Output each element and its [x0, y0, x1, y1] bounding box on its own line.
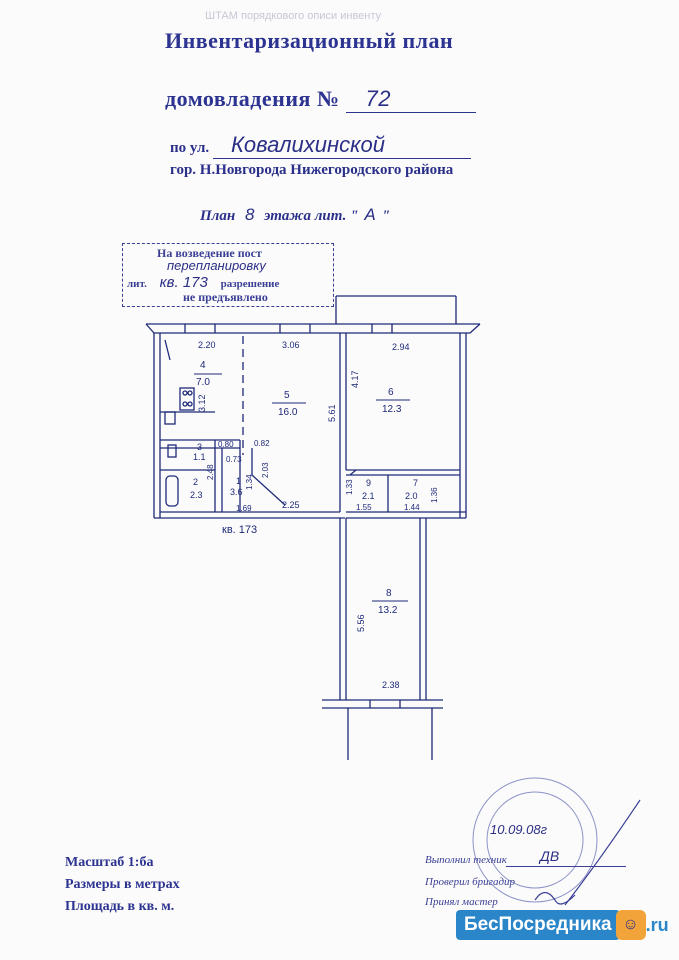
dim-248: 2.48 [206, 464, 215, 480]
room-4-area: 7.0 [196, 377, 210, 388]
plan-middle: этажа лит. " [264, 208, 359, 224]
room-9-area: 2.1 [362, 491, 375, 501]
dim-312: 3.12 [197, 394, 207, 412]
footer-scale: Масштаб 1:ба [65, 855, 154, 870]
partition-5-6 [339, 333, 347, 512]
room-8-number: 8 [386, 588, 392, 599]
dim-238: 2.38 [382, 680, 400, 690]
footer-sizes: Размеры в метрах [65, 877, 180, 892]
plan-letter: А [364, 205, 376, 224]
document-title: Инвентаризационный план [165, 28, 454, 53]
room-1-number: 1 [236, 476, 241, 486]
accepted-label: Принял мастер [425, 896, 498, 908]
dim-136: 1.36 [430, 487, 439, 503]
checked-label: Проверил бригадир [425, 876, 516, 888]
stamp-lit: лит. [127, 278, 147, 290]
dim-080: 0.80 [218, 440, 234, 449]
house-line: домовладения № 72 [165, 86, 476, 113]
house-number: 72 [345, 86, 476, 113]
watermark-suffix: .ru [645, 914, 669, 935]
room8-bottom [322, 699, 443, 709]
dim-134: 1.34 [245, 474, 254, 490]
street-name: Ковалихинской [212, 132, 471, 159]
house-line-prefix: домовладения № [165, 86, 340, 111]
signature-scribble [534, 891, 576, 905]
room-2-area: 2.3 [190, 490, 203, 500]
stamp-line1: На возведение пост [157, 246, 262, 260]
street-prefix: по ул. [170, 140, 210, 156]
dim-203: 2.03 [261, 462, 270, 478]
executed-label: Выполнил техник [425, 854, 507, 866]
plan-line: План 8 этажа лит. " А " [200, 205, 390, 225]
signature-date: 10.09.08г [490, 822, 548, 837]
room-9-number: 9 [366, 478, 371, 488]
partition-6-below [346, 469, 460, 476]
plan-suffix: " [381, 208, 391, 224]
dim-561: 5.61 [327, 404, 337, 422]
dim-144: 1.44 [404, 503, 420, 512]
plan-floor: 8 [244, 205, 255, 224]
wall-right [459, 333, 467, 518]
room-5-number: 5 [284, 390, 290, 401]
watermark-brand: БесПосредника [456, 910, 620, 940]
permit-stamp: На возведение пост перепланировку лит. к… [122, 243, 334, 307]
stamp-line3: не предъявлено [183, 290, 268, 304]
room-8-area: 13.2 [378, 605, 398, 616]
round-seal [472, 777, 598, 903]
dim-073: 0.73 [226, 455, 242, 464]
room-6-number: 6 [388, 387, 394, 398]
faint-header-text: ШТАМ порядкового описи инвенту [205, 10, 381, 22]
dim-306: 3.06 [282, 340, 300, 350]
room8-walls [339, 518, 427, 700]
room-3-area: 1.1 [193, 452, 206, 462]
dim-417: 4.17 [350, 370, 360, 388]
stamp-permission: разрешение [220, 278, 280, 290]
dim-294: 2.94 [392, 342, 410, 352]
dim-556: 5.56 [356, 614, 366, 632]
dim-220: 2.20 [198, 340, 216, 350]
stamp-handwritten: перепланировку [167, 258, 266, 273]
signature-stroke [564, 799, 641, 906]
room-6-area: 12.3 [382, 404, 402, 415]
footer-area: Площадь в кв. м. [65, 899, 175, 914]
room-1-area: 3.6 [230, 487, 243, 497]
dim-082: 0.82 [254, 439, 270, 448]
room-4-number: 4 [200, 360, 206, 371]
watermark-badge[interactable]: БесПосредника ☺ .ru [456, 910, 669, 940]
apartment-label: кв. 173 [222, 524, 257, 536]
upper-protrusion [335, 295, 457, 324]
room-2-number: 2 [193, 477, 198, 487]
plan-prefix: План [200, 208, 236, 224]
dim-225: 2.25 [282, 500, 300, 510]
dim-133: 1.33 [345, 479, 354, 495]
room-5-area: 16.0 [278, 407, 298, 418]
city-line: гор. Н.Новгорода Нижегородского района [170, 162, 454, 178]
room-7-number: 7 [413, 478, 418, 488]
stamp-line2: лит. кв. 173 разрешение [127, 274, 279, 291]
executed-line [506, 866, 626, 867]
room-7-area: 2.0 [405, 491, 418, 501]
stamp-apartment: кв. 173 [159, 274, 208, 291]
partition-bath [214, 440, 223, 512]
executed-sign: ДВ [540, 848, 560, 864]
dim-169: 1.69 [236, 504, 252, 513]
mascot-icon: ☺ [615, 910, 646, 940]
street-line: по ул. Ковалихинской [170, 132, 471, 159]
dim-155: 1.55 [356, 503, 372, 512]
room-3-number: 3 [197, 442, 202, 452]
